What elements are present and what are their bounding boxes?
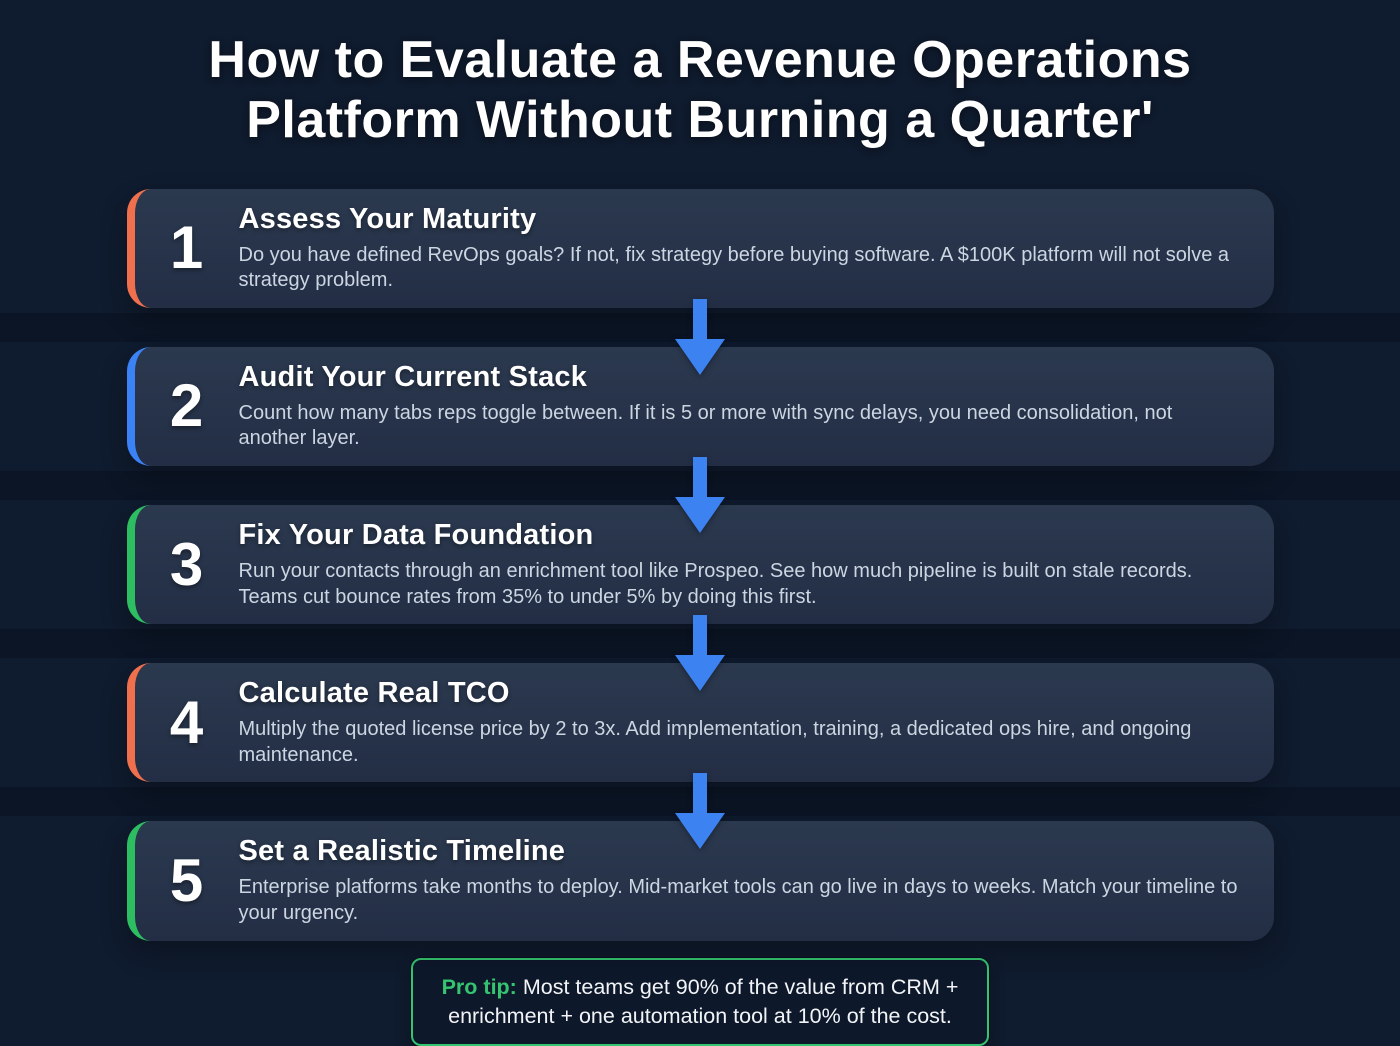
step-description: Enterprise platforms take months to depl… [238,876,1238,924]
down-arrow-icon [675,615,725,692]
title-line-1: How to Evaluate a Revenue Operations [208,31,1192,89]
step-description: Multiply the quoted license price by 2 t… [238,718,1192,766]
step-heading: Assess Your Maturity [238,202,537,235]
down-arrow-icon [675,773,725,850]
step-number: 5 [169,846,204,914]
step-heading: Fix Your Data Foundation [238,519,594,551]
step-heading: Audit Your Current Stack [238,360,588,393]
step-number: 2 [169,372,204,440]
step-content: Assess Your Maturity Do you have defined… [239,203,1252,294]
step-connector [127,457,1274,533]
step-description: Run your contacts through an enrichment … [238,560,1193,608]
down-arrow-icon [675,457,725,533]
step-connector [127,298,1274,375]
title-line-2: Platform Without Burning a Quarter' [246,91,1154,150]
step-number: 3 [169,530,204,598]
page-title: How to Evaluate a Revenue Operations Pla… [0,30,1400,151]
step-card-1: 1 Assess Your Maturity Do you have defin… [126,188,1274,308]
step-connector [127,615,1274,692]
step-content: Fix Your Data Foundation Run your contac… [239,519,1252,610]
header: How to Evaluate a Revenue Operations Pla… [0,0,1400,151]
step-number: 4 [169,688,204,756]
steps-list: 1 Assess Your Maturity Do you have defin… [126,188,1274,941]
pro-tip-text: Most teams get 90% of the value from CRM… [448,974,959,1028]
pro-tip-box: Pro tip: Most teams get 90% of the value… [411,957,989,1046]
step-description: Count how many tabs reps toggle between.… [238,401,1173,450]
step-heading: Set a Realistic Timeline [238,835,566,868]
step-heading: Calculate Real TCO [238,677,510,710]
step-description: Do you have defined RevOps goals? If not… [238,243,1230,292]
step-content: Calculate Real TCO Multiply the quoted l… [239,677,1252,768]
step-content: Audit Your Current Stack Count how many … [239,361,1252,452]
pro-tip-label: Pro tip: [441,974,517,999]
down-arrow-icon [675,298,725,375]
step-connector [127,773,1274,850]
step-content: Set a Realistic Timeline Enterprise plat… [239,835,1252,926]
step-number: 1 [169,214,204,282]
